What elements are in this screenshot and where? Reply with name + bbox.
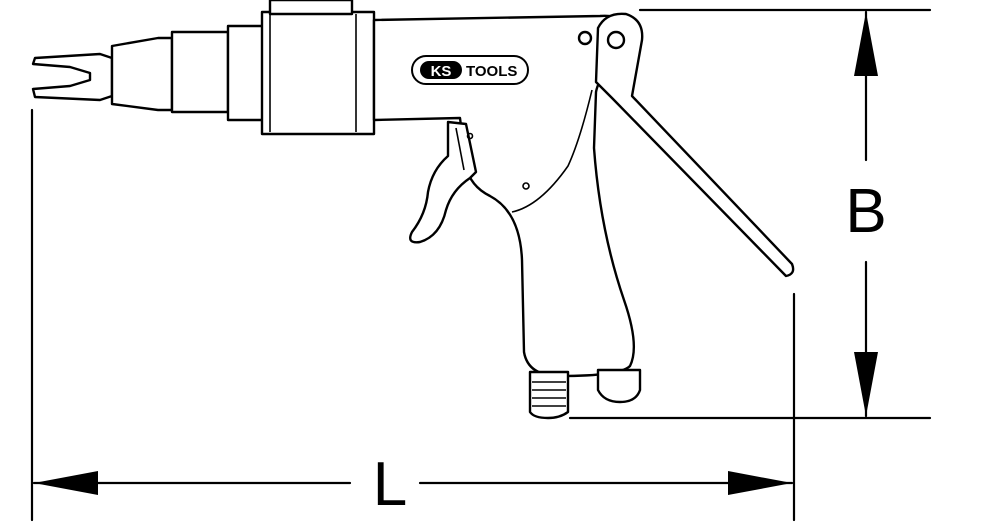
height-arrow-bottom — [854, 352, 878, 416]
nozzle-segment-1 — [110, 36, 174, 112]
nozzle-segment-2 — [170, 30, 230, 114]
nozzle-segment-3 — [226, 24, 266, 122]
collar-top — [268, 0, 354, 16]
length-arrow-right — [728, 471, 792, 495]
dimension-lines: L B — [30, 8, 932, 522]
length-label: L — [373, 450, 407, 519]
exhaust-port — [528, 370, 570, 420]
trigger — [409, 120, 478, 244]
pneumatic-tool: KS TOOLS — [31, 0, 795, 420]
height-arrow-top — [854, 12, 878, 76]
logo-prefix: KS — [431, 63, 452, 80]
height-label: B — [845, 177, 886, 246]
exhaust-port-grooves — [532, 381, 566, 407]
air-inlet — [596, 368, 642, 404]
logo-suffix: TOOLS — [466, 63, 517, 80]
body-screw — [577, 30, 593, 46]
brand-logo: KS TOOLS — [411, 55, 529, 85]
lever-pivot-pin — [606, 30, 626, 50]
gripper-jaws — [31, 52, 114, 102]
length-arrow-left — [34, 471, 98, 495]
collar-ring — [260, 10, 376, 136]
lever-handle — [594, 12, 795, 278]
